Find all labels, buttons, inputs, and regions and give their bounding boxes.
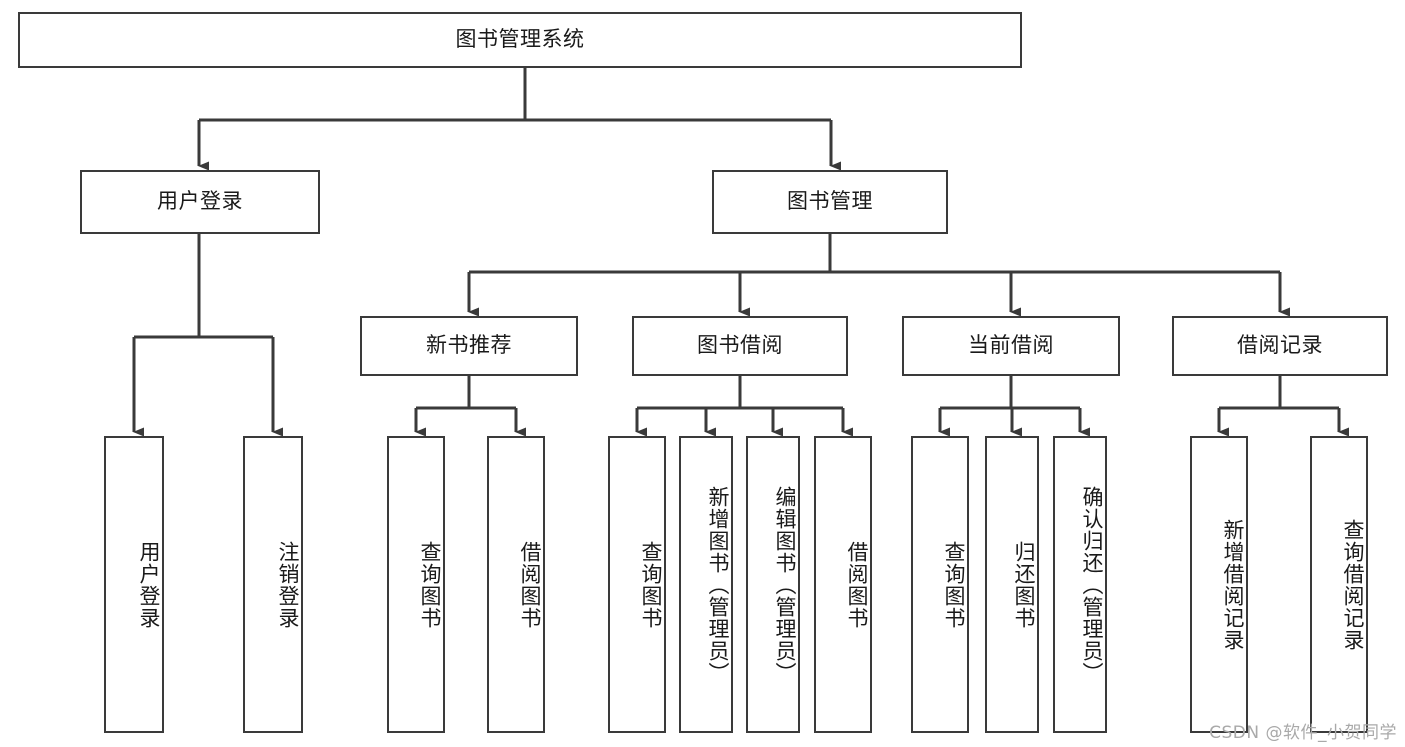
node-leaf-return-book[interactable]: 归还图书 xyxy=(985,436,1039,733)
node-leaf-add-book[interactable]: 新增图书（管理员） xyxy=(679,436,733,733)
node-new-book-rec[interactable]: 新书推荐 xyxy=(360,316,578,376)
node-book-manage-label: 图书管理 xyxy=(787,189,873,214)
node-leaf-query-book-2[interactable]: 查询图书 xyxy=(608,436,666,733)
node-leaf-query-record-label: 查询借阅记录 xyxy=(1341,518,1365,651)
node-new-book-rec-label: 新书推荐 xyxy=(426,333,512,358)
node-leaf-user-logout[interactable]: 注销登录 xyxy=(243,436,303,733)
node-leaf-add-record[interactable]: 新增借阅记录 xyxy=(1190,436,1248,733)
node-user-login-label: 用户登录 xyxy=(157,189,243,214)
node-book-borrow[interactable]: 图书借阅 xyxy=(632,316,848,376)
node-borrow-record-label: 借阅记录 xyxy=(1237,333,1323,358)
node-root-label: 图书管理系统 xyxy=(455,27,585,52)
node-leaf-borrow-book-1-label: 借阅图书 xyxy=(518,540,542,629)
node-root[interactable]: 图书管理系统 xyxy=(18,12,1022,68)
node-borrow-record[interactable]: 借阅记录 xyxy=(1172,316,1388,376)
node-book-manage[interactable]: 图书管理 xyxy=(712,170,948,234)
node-leaf-return-book-label: 归还图书 xyxy=(1012,540,1036,629)
csdn-watermark: CSDN @软件_小贺同学 xyxy=(1209,723,1397,743)
node-leaf-borrow-book-1[interactable]: 借阅图书 xyxy=(487,436,545,733)
node-leaf-add-book-label: 新增图书（管理员） xyxy=(706,485,730,684)
node-leaf-query-book-1-label: 查询图书 xyxy=(418,540,442,629)
node-user-login[interactable]: 用户登录 xyxy=(80,170,320,234)
node-leaf-query-book-1[interactable]: 查询图书 xyxy=(387,436,445,733)
node-leaf-confirm-return[interactable]: 确认归还（管理员） xyxy=(1053,436,1107,733)
node-leaf-user-logout-label: 注销登录 xyxy=(276,540,300,629)
node-leaf-query-book-2-label: 查询图书 xyxy=(639,540,663,629)
node-leaf-user-login-label: 用户登录 xyxy=(137,540,161,629)
node-leaf-query-book-3[interactable]: 查询图书 xyxy=(911,436,969,733)
node-leaf-borrow-book-2[interactable]: 借阅图书 xyxy=(814,436,872,733)
node-current-borrow[interactable]: 当前借阅 xyxy=(902,316,1120,376)
node-leaf-edit-book-label: 编辑图书（管理员） xyxy=(773,485,797,684)
node-leaf-confirm-return-label: 确认归还（管理员） xyxy=(1080,485,1104,684)
node-leaf-borrow-book-2-label: 借阅图书 xyxy=(845,540,869,629)
node-leaf-edit-book[interactable]: 编辑图书（管理员） xyxy=(746,436,800,733)
node-book-borrow-label: 图书借阅 xyxy=(697,333,783,358)
node-leaf-query-book-3-label: 查询图书 xyxy=(942,540,966,629)
node-leaf-query-record[interactable]: 查询借阅记录 xyxy=(1310,436,1368,733)
node-leaf-add-record-label: 新增借阅记录 xyxy=(1221,518,1245,651)
node-leaf-user-login[interactable]: 用户登录 xyxy=(104,436,164,733)
node-current-borrow-label: 当前借阅 xyxy=(968,333,1054,358)
